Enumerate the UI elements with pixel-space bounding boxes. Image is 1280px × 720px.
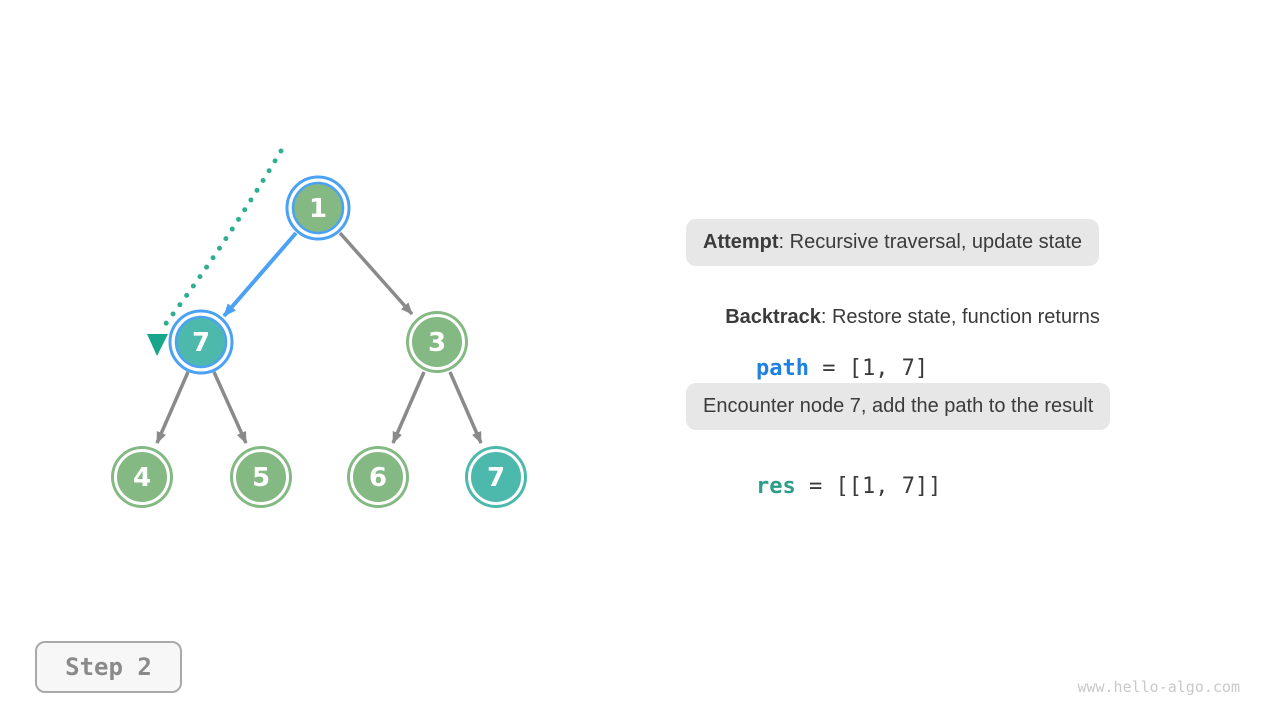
attempt-text: : Recursive traversal, update state: [778, 231, 1083, 253]
path-value: = [1, 7]: [808, 356, 929, 381]
edge-7-to-5: [212, 371, 248, 444]
svg-text:7: 7: [487, 463, 505, 493]
tree-node-5: 5: [230, 446, 292, 508]
backtrack-text: : Restore state, function returns: [820, 306, 1100, 328]
step-badge-label: Step 2: [65, 653, 152, 681]
tree-node-6: 6: [347, 446, 409, 508]
path-variable: path: [755, 356, 809, 381]
svg-text:1: 1: [309, 194, 327, 224]
res-value: = [[1, 7]]: [795, 474, 942, 499]
encounter-note: Encounter node 7, add the path to the re…: [686, 383, 1111, 430]
res-code-line: res = [[1, 7]]: [703, 449, 941, 524]
edge-7-to-4: [155, 371, 190, 444]
backtrack-dotted-curve: [158, 148, 284, 333]
svg-text:3: 3: [428, 328, 446, 358]
backtrack-note: Backtrack: Restore state, function retur…: [703, 283, 1100, 352]
res-variable: res: [755, 474, 796, 499]
backtrack-arrowhead-icon: [147, 334, 168, 356]
encounter-text: Encounter node 7, add the path to the re…: [703, 395, 1094, 417]
tree-node-7-left: 7: [168, 309, 234, 375]
attempt-keyword: Attempt: [703, 231, 779, 253]
tree-node-7-right: 7: [465, 446, 527, 508]
svg-text:6: 6: [369, 463, 387, 493]
step-badge: Step 2: [35, 641, 182, 693]
watermark: www.hello-algo.com: [1077, 678, 1240, 696]
attempt-note: Attempt: Recursive traversal, update sta…: [686, 219, 1100, 266]
path-code-line: path = [1, 7]: [703, 331, 928, 406]
tree-node-4: 4: [111, 446, 173, 508]
edge-3-to-7: [448, 371, 483, 444]
svg-text:4: 4: [133, 463, 151, 493]
backtrack-keyword: Backtrack: [725, 306, 821, 328]
edge-1-to-3: [338, 231, 414, 316]
edge-3-to-6: [391, 371, 426, 444]
edge-1-to-7-highlight: [222, 231, 298, 318]
tree-node-1: 1: [285, 175, 351, 241]
tree-node-3: 3: [406, 311, 468, 373]
svg-text:7: 7: [192, 328, 210, 358]
svg-text:5: 5: [252, 463, 270, 493]
